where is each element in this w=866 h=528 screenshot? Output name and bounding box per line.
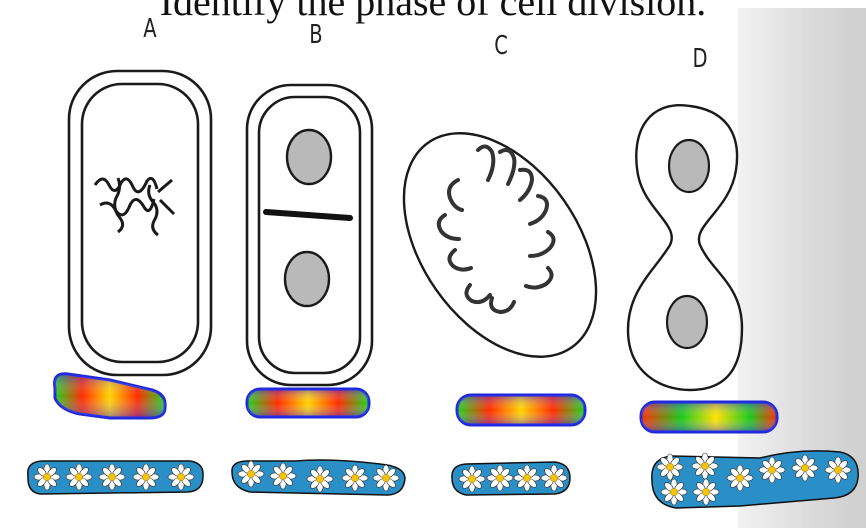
gradient-answer-box-c[interactable] xyxy=(457,395,585,425)
flower-answer-box-a[interactable] xyxy=(28,461,203,494)
flower-answer-box-b[interactable] xyxy=(232,460,405,495)
cell-d xyxy=(628,105,742,390)
cell-a xyxy=(69,71,211,375)
gradient-answer-box-b[interactable] xyxy=(247,389,369,417)
cell-c xyxy=(364,98,635,392)
gradient-answer-box-d[interactable] xyxy=(641,402,777,432)
cell-b xyxy=(247,85,372,385)
flower-answer-box-c[interactable] xyxy=(452,462,570,495)
gradient-answer-box-a[interactable] xyxy=(55,374,166,418)
flower-answer-box-d[interactable] xyxy=(652,451,858,508)
